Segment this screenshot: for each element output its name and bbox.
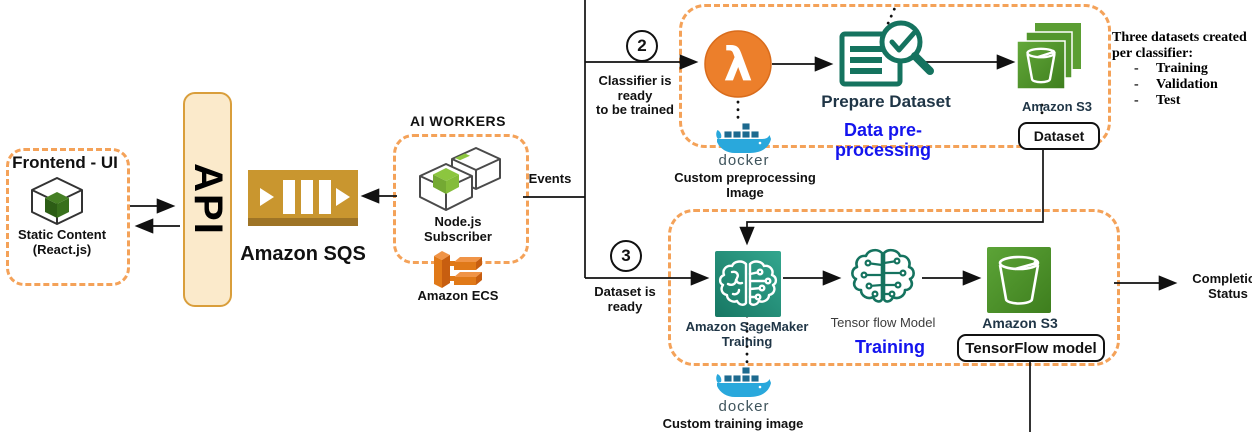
s3-stack-label: Amazon S3 <box>1021 99 1093 114</box>
tensorflow-brain-icon <box>846 244 920 319</box>
completion-status-label: Completion Status <box>1192 271 1252 301</box>
api-bar: API <box>183 92 232 307</box>
tensorflow-model-label: Tensor flow Model <box>830 315 936 330</box>
ecs-label: Amazon ECS <box>417 288 499 303</box>
ai-workers-title: AI WORKERS <box>410 113 506 129</box>
datasets-note: Three datasets created per classifier: -… <box>1112 30 1247 108</box>
prepare-dataset-label: Prepare Dataset <box>821 92 951 111</box>
data-preprocessing-title: Data pre- processing <box>834 120 932 161</box>
amazon-sagemaker-icon <box>715 251 781 322</box>
docker-whale-icon-2 <box>714 366 772 405</box>
frontend-title: Frontend - UI <box>12 153 118 172</box>
frontend-caption: Static Content (React.js) <box>17 227 107 257</box>
docker-wordmark-2: docker <box>718 398 770 415</box>
custom-training-caption: Custom training image <box>662 416 804 431</box>
docker-whale-icon <box>714 122 772 161</box>
custom-preprocessing-caption: Custom preprocessing Image <box>674 170 816 200</box>
svg-text:λ: λ <box>723 37 752 91</box>
amazon-s3-stack-icon <box>1016 23 1083 98</box>
sagemaker-label: Amazon SageMaker Training <box>685 319 809 349</box>
sqs-label: Amazon SQS <box>240 243 366 265</box>
step-2-caption: Classifier is ready to be trained <box>595 73 674 118</box>
nodejs-boxes-icon <box>418 146 508 217</box>
step-3-caption: Dataset is ready <box>594 284 656 314</box>
step-2-badge: 2 <box>626 30 658 62</box>
amazon-sqs-icon <box>248 170 358 231</box>
events-label: Events <box>528 171 572 186</box>
data-preprocessing-group-box <box>679 4 1111 148</box>
react-cube-icon <box>29 176 85 231</box>
nodejs-subscriber-label: Node.js Subscriber <box>424 214 492 244</box>
amazon-ecs-icon <box>429 244 489 297</box>
s3-single-label: Amazon S3 <box>982 315 1058 331</box>
frontend-group-box <box>6 148 130 286</box>
step-3-badge: 3 <box>610 240 642 272</box>
lambda-icon: λ <box>704 30 772 103</box>
api-label: API <box>186 163 230 236</box>
training-group-box <box>668 209 1120 366</box>
training-title: Training <box>854 337 925 357</box>
tensorflow-model-tag: TensorFlow model <box>957 334 1105 362</box>
amazon-s3-icon <box>987 247 1051 318</box>
dataset-tag: Dataset <box>1018 122 1100 150</box>
docker-wordmark: docker <box>718 152 770 169</box>
prepare-dataset-icon <box>838 17 934 94</box>
